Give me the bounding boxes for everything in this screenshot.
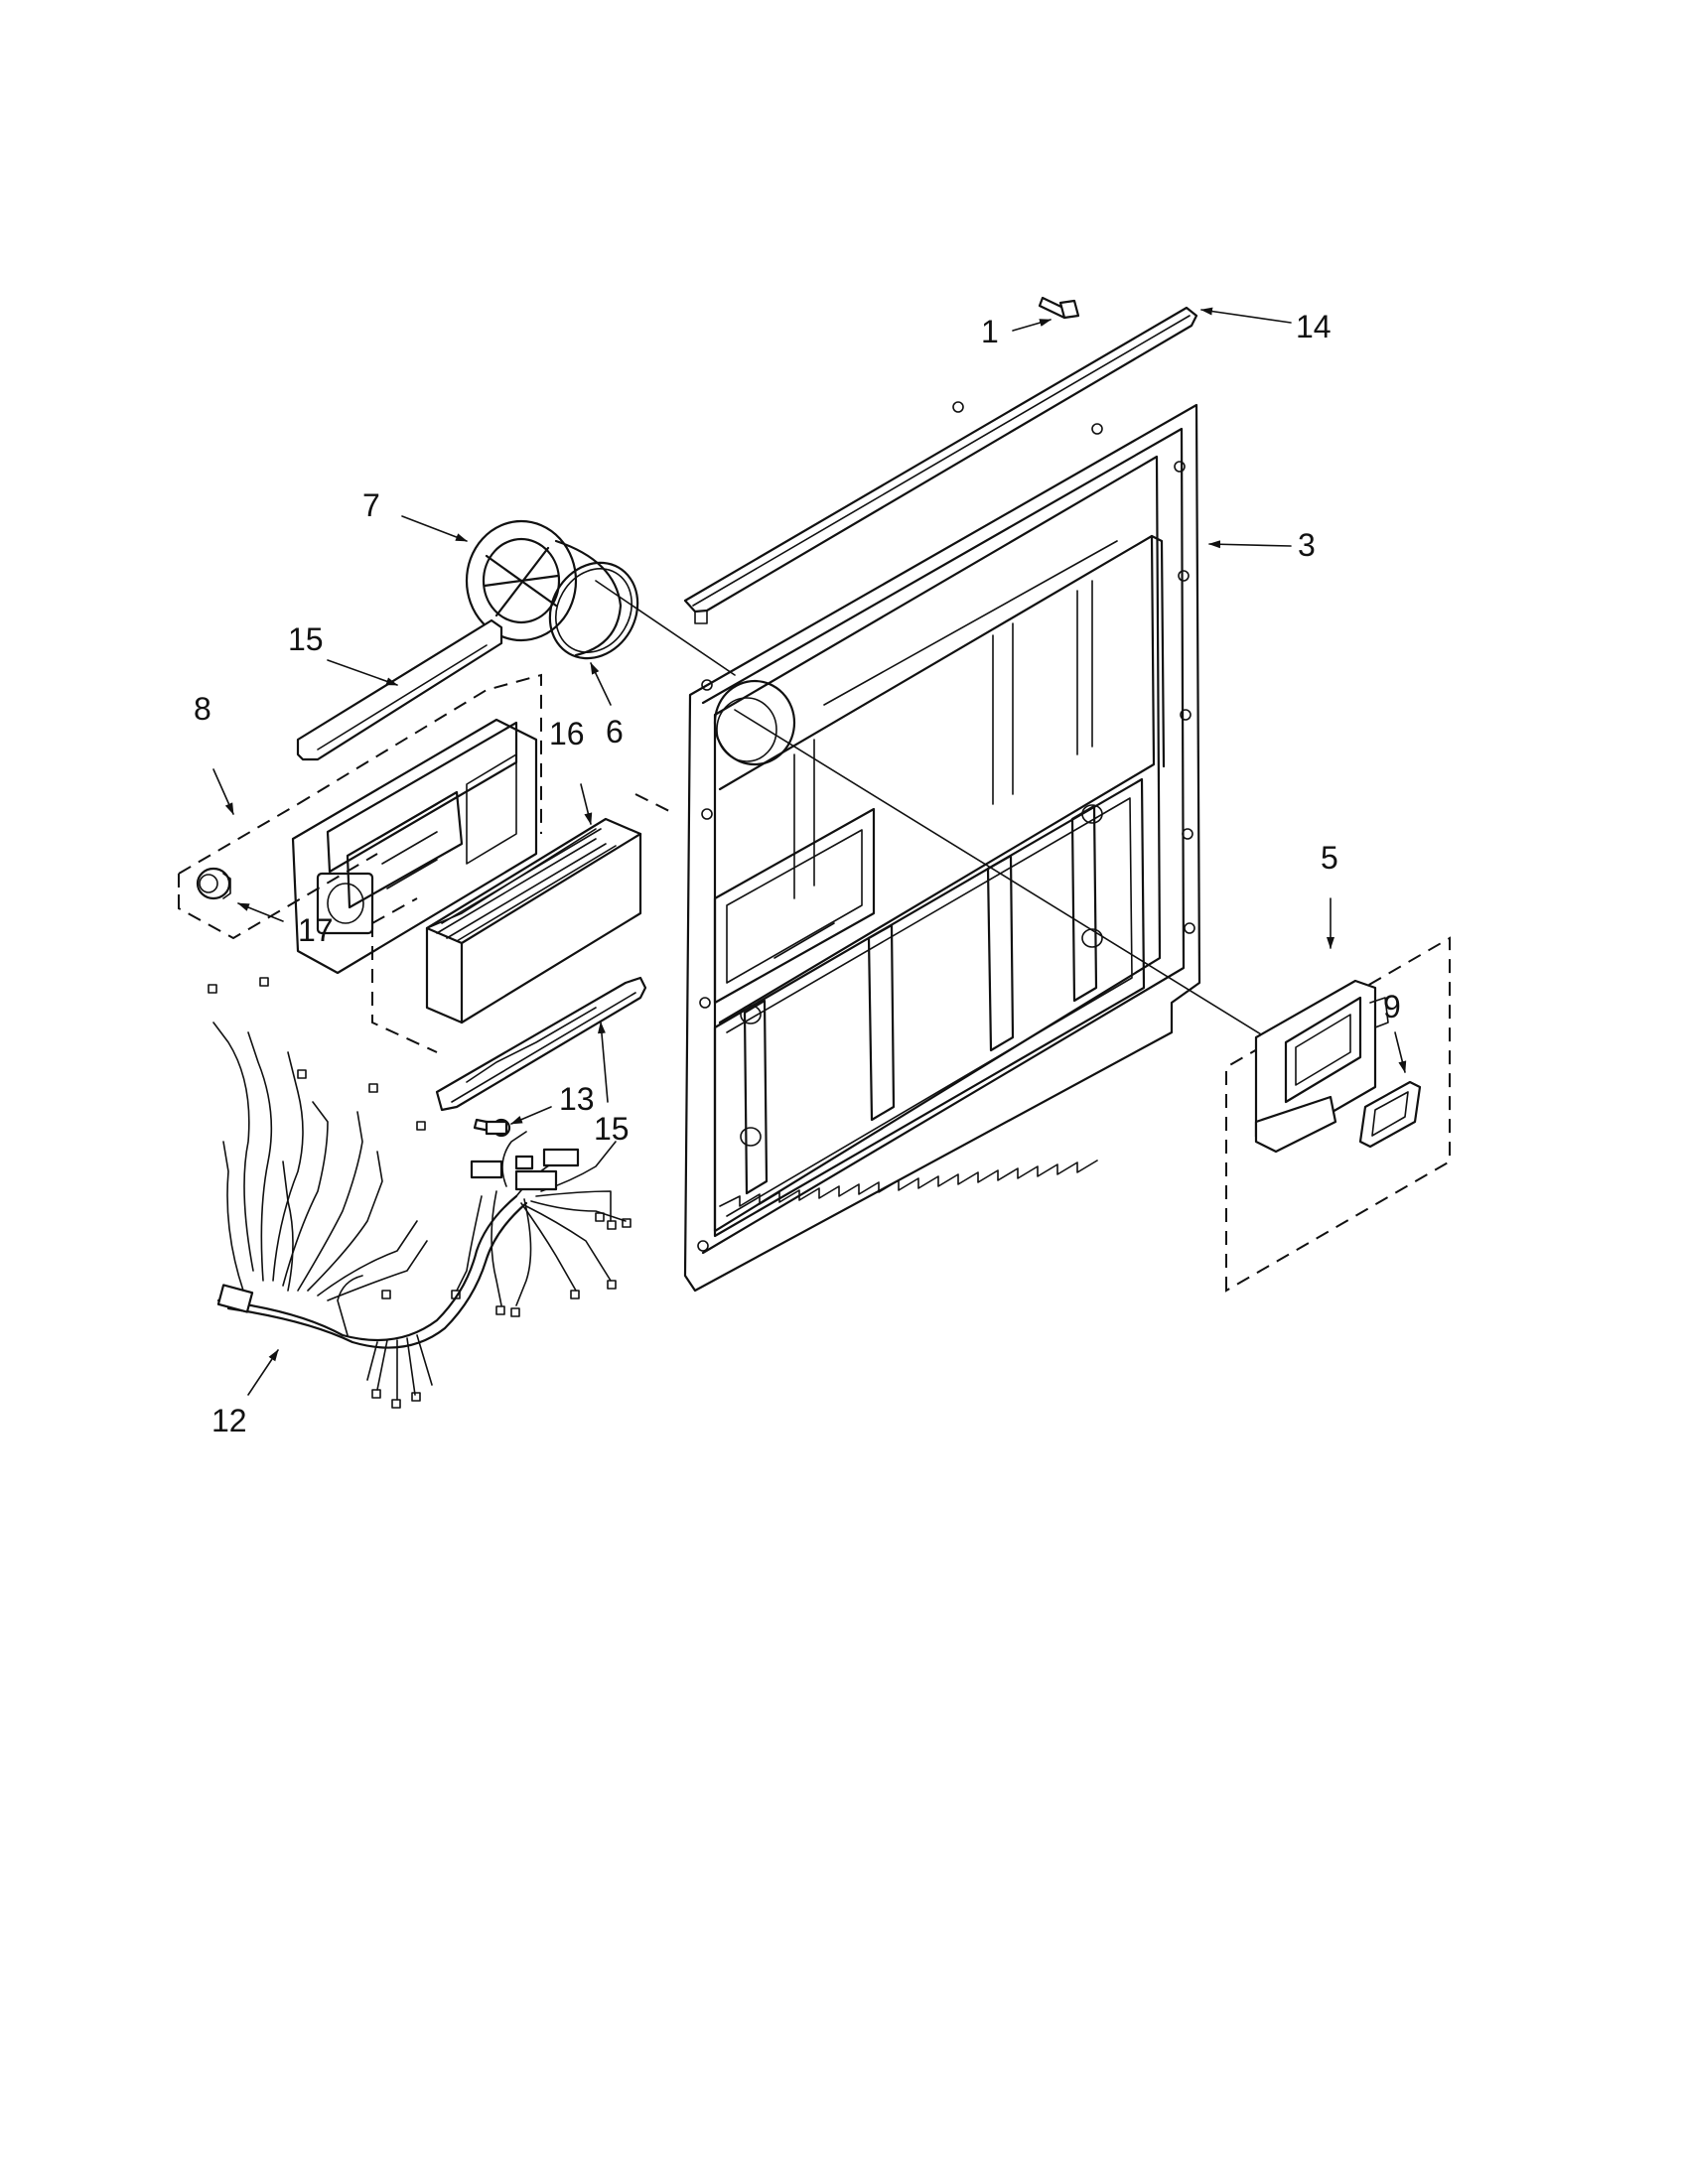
callout-15-upper: 15 (288, 621, 324, 657)
group-box-part-5 (1225, 936, 1451, 1293)
bracket-part-15-upper (296, 618, 503, 761)
callout-14: 14 (1296, 309, 1332, 344)
callout-1: 1 (981, 314, 999, 349)
vent-leader-line (595, 580, 736, 676)
dispenser-leader-line (734, 709, 1267, 1038)
group-box-control (178, 803, 378, 940)
vent-gasket-part-6 (548, 561, 639, 660)
wire-harness-part-12 (208, 977, 632, 1409)
callout-17: 17 (298, 912, 334, 948)
seal-part-9 (1358, 1080, 1422, 1149)
callout-3: 3 (1298, 527, 1316, 563)
callout-7: 7 (362, 487, 380, 523)
bracket-part-15-lower (435, 976, 647, 1112)
knob-part-17 (196, 867, 231, 900)
console-housing-part-16 (425, 817, 642, 1024)
group-box-console (371, 793, 676, 1053)
callout-13: 13 (559, 1081, 595, 1117)
callout-15-lower: 15 (594, 1111, 630, 1147)
callout-5: 5 (1321, 840, 1338, 876)
dispenser-part-5 (1254, 979, 1389, 1154)
callout-9: 9 (1383, 989, 1401, 1024)
control-module (291, 718, 538, 975)
vent-part-7 (465, 519, 623, 657)
callout-12: 12 (211, 1403, 247, 1438)
callout-labels: 1 14 3 7 15 6 8 16 17 5 9 13 15 12 (194, 309, 1401, 1438)
screw-part-1 (1038, 296, 1080, 320)
callout-16: 16 (549, 716, 585, 751)
top-trim-strip (683, 306, 1198, 624)
leader-arrows (212, 307, 1407, 1396)
inner-door-panel (683, 401, 1201, 1293)
callout-6: 6 (606, 714, 624, 750)
callout-8: 8 (194, 691, 211, 727)
